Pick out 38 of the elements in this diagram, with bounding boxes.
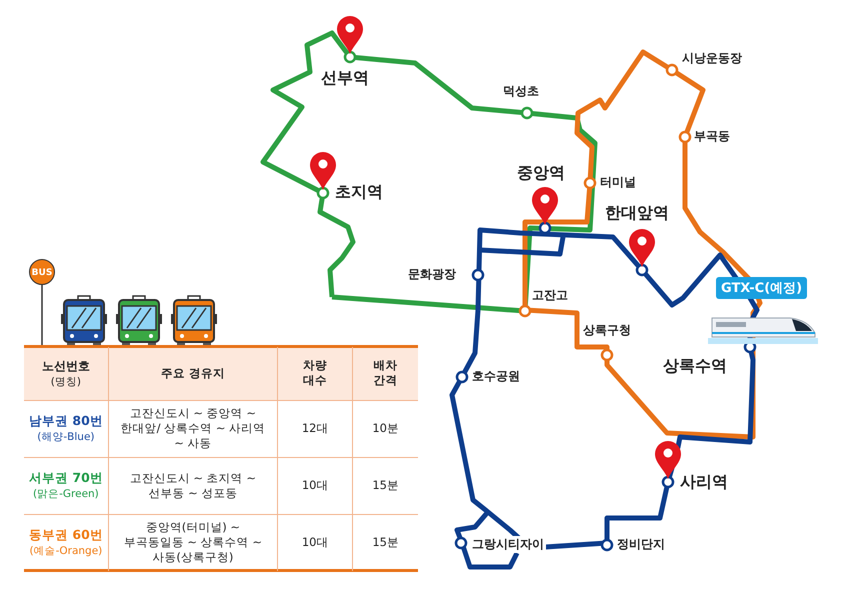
table-cell: 중앙역(터미널) ~ 부곡동일동 ~ 상록수역 ~ 사동(상록구청) [108,514,278,571]
table-cell: 15분 [352,514,418,571]
line-badge: GTX-C(예정) [716,277,808,299]
station-name: 덕성초 [503,83,539,100]
route-name: (해양-Blue) [36,430,96,444]
route-name: (예술-Orange) [28,544,104,558]
station-name: 선부역 [321,68,369,89]
route-number: 서부권 70번 [28,470,104,487]
table-cell: 10대 [278,514,353,571]
station-name: 그랑시티자이 [470,536,546,553]
route-name: (맑은-Green) [32,487,100,501]
station-name: 한대앞역 [605,203,669,224]
table-cell: 10분 [352,400,418,457]
station-name: 중앙역 [517,163,565,184]
route-number: 동부권 60번 [28,527,104,544]
table-cell: 고잔신도시 ~ 중앙역 ~ 한대앞/ 상록수역 ~ 사리역 ~ 사동 [108,400,278,457]
station-name: 상록수역 [663,356,727,377]
column-header: 노선번호 [40,358,91,375]
station-name: 상록구청 [583,322,631,339]
column-header: 차량 대수 [278,347,353,400]
station-name: 부곡동 [694,128,730,145]
station-name: 시낭운동장 [682,50,742,67]
station-name: 초지역 [335,182,383,203]
station-name: 고잔고 [532,287,568,304]
station-name: 터미널 [600,174,636,191]
route-number: 남부권 80번 [28,413,104,430]
station-name: 호수공원 [472,368,520,385]
bus-stop-sign: BUS [29,259,55,285]
table-cell: 고잔신도시 ~ 초지역 ~ 선부동 ~ 성포동 [108,457,278,514]
table-cell: 10대 [278,457,353,514]
station-name: 사리역 [680,472,728,493]
table-cell: 12대 [278,400,353,457]
column-header: 주요 경유지 [108,347,278,400]
station-name: 정비단지 [617,536,665,553]
table-cell: 15분 [352,457,418,514]
column-header: 배차 간격 [352,347,418,400]
station-name: 문화광장 [408,266,456,283]
column-header: (명칭) [50,374,82,389]
